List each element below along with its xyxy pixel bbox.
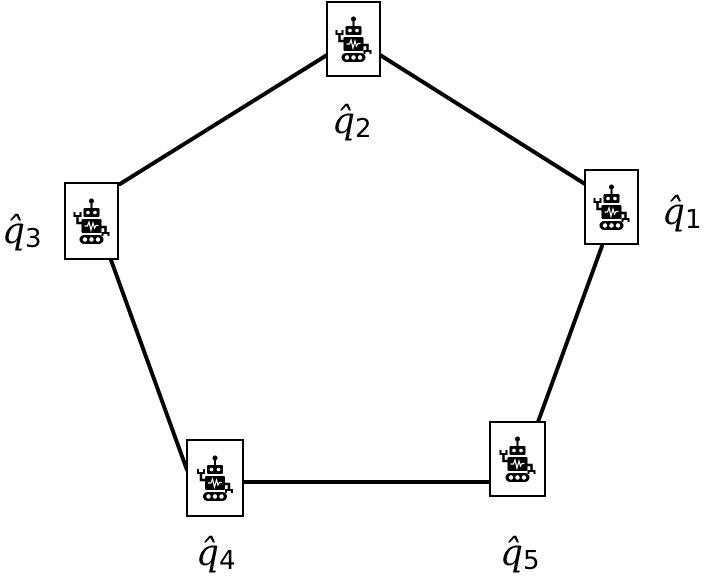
edge-q2-q3 bbox=[118, 53, 329, 186]
node-box bbox=[584, 169, 639, 245]
svg-text:q̂5: q̂5 bbox=[500, 533, 540, 576]
node-q2: q̂2 bbox=[326, 1, 381, 144]
edge-q2-q1 bbox=[378, 53, 587, 186]
node-symbol: q̂ bbox=[332, 101, 355, 142]
edges bbox=[109, 53, 604, 484]
node-symbol: q̂ bbox=[662, 192, 685, 233]
node-index: 3 bbox=[25, 224, 42, 254]
node-symbol: q̂ bbox=[500, 533, 523, 574]
node-index: 2 bbox=[355, 114, 372, 144]
node-index: 1 bbox=[685, 205, 702, 235]
svg-text:q̂2: q̂2 bbox=[332, 101, 372, 144]
node-index: 4 bbox=[219, 546, 236, 576]
node-index: 5 bbox=[523, 546, 540, 576]
node-q3: q̂3 bbox=[2, 182, 119, 260]
node-symbol: q̂ bbox=[196, 533, 219, 574]
node-symbol: q̂ bbox=[2, 211, 25, 252]
svg-text:q̂4: q̂4 bbox=[196, 533, 236, 576]
node-q1: q̂1 bbox=[584, 169, 702, 245]
edge-q3-q4 bbox=[109, 258, 189, 472]
node-q4: q̂4 bbox=[186, 439, 244, 576]
edge-q5-q1 bbox=[536, 244, 604, 424]
svg-text:q̂3: q̂3 bbox=[2, 211, 42, 254]
node-q5: q̂5 bbox=[489, 421, 546, 576]
svg-text:q̂1: q̂1 bbox=[662, 192, 702, 235]
